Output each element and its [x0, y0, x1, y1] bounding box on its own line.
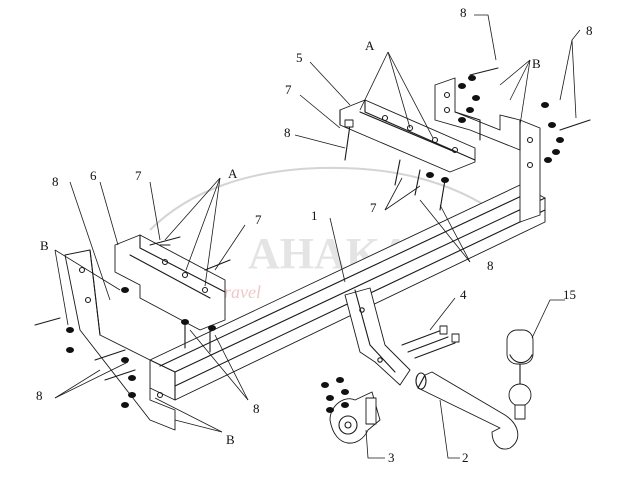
nuts-and-washers	[66, 75, 564, 413]
tow-hook-arm	[415, 371, 519, 450]
callout-2: 2	[462, 450, 469, 465]
callout-4: 4	[460, 287, 467, 302]
right-bracket	[434, 77, 541, 223]
callout-8-top: 8	[460, 5, 467, 20]
callout-8-mid-right: 8	[487, 258, 494, 273]
callout-8-bottom-mid: 8	[253, 401, 260, 416]
callout-7-upper: 7	[285, 82, 292, 97]
callout-3: 3	[388, 450, 395, 465]
leader-lines	[54, 14, 581, 459]
callout-B-bottom: B	[226, 432, 235, 447]
callout-6: 6	[90, 168, 97, 183]
callout-B-right: B	[532, 56, 541, 71]
socket-plate	[329, 391, 381, 444]
callout-B-left: B	[40, 238, 49, 253]
bolts	[34, 67, 591, 381]
callouts: 8 8 5 A B 7 8 7 8 8 6 7 A 7 1 B 4 15 8 8…	[36, 5, 593, 465]
callout-8-top-right: 8	[586, 23, 593, 38]
callout-7-left-lower: 7	[255, 212, 262, 227]
callout-7-left: 7	[135, 168, 142, 183]
callout-5: 5	[296, 50, 303, 65]
callout-8-bottom-left: 8	[36, 388, 43, 403]
watermark-car-outline	[149, 166, 501, 231]
callout-8-left: 8	[52, 174, 59, 189]
callout-7-mid: 7	[370, 200, 377, 215]
callout-1: 1	[311, 208, 318, 223]
left-bracket	[114, 234, 226, 331]
callout-15: 15	[563, 287, 576, 302]
ball-mount-plate	[344, 287, 411, 386]
callout-A-top: A	[365, 38, 375, 53]
callout-8-upper: 8	[284, 125, 291, 140]
callout-A-left: A	[228, 166, 238, 181]
tow-ball	[506, 329, 534, 420]
left-side-plate	[64, 249, 176, 431]
